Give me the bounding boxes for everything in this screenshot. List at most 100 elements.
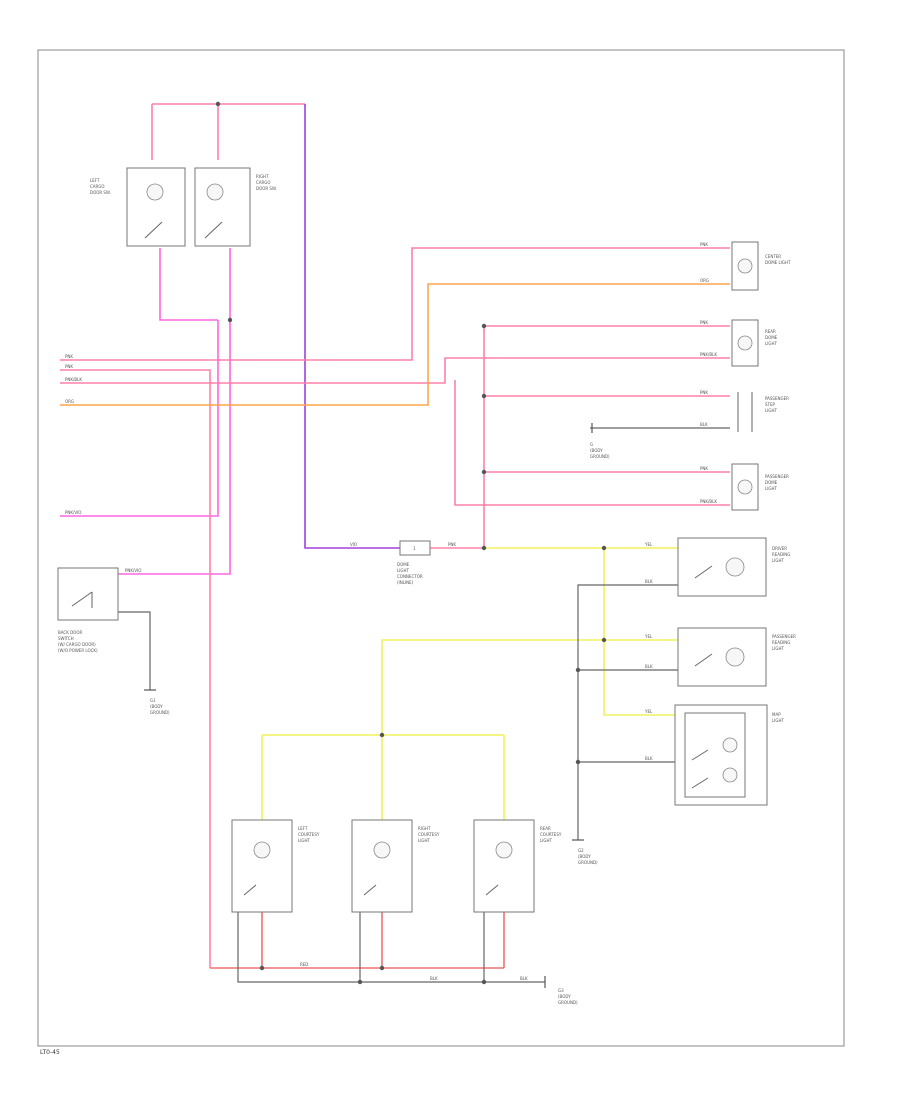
door-switch-left: LEFT CARGO DOOR SW. — [90, 167, 186, 247]
component-label: (W/ CARGO DOOR) — [58, 642, 96, 647]
wire-pink-top — [151, 103, 305, 160]
component-label: CARGO — [90, 184, 105, 189]
component-label: (BODY — [578, 854, 591, 859]
component-label: (INLINE) — [397, 580, 414, 585]
wire-tag: BLK — [645, 579, 653, 584]
component-label: DOME — [765, 480, 778, 485]
component-label: BACK DOOR — [58, 630, 82, 635]
component-label: LIGHT — [765, 341, 778, 346]
ground-bottom: G3 (BODY GROUND) — [544, 976, 578, 1005]
component-label: PASSENGER — [765, 474, 789, 479]
page-ref-number: LT0-45 — [40, 1049, 60, 1056]
junction-dot — [481, 545, 487, 551]
component-label: LEFT — [298, 826, 308, 831]
junction-dot — [481, 979, 487, 985]
component-label: REAR — [540, 826, 551, 831]
component-label: LIGHT — [765, 486, 778, 491]
component-label: MAP — [772, 712, 781, 717]
courtesy-lamp-left: LEFT COURTESY LIGHT — [231, 819, 320, 913]
component-label: LIGHT — [298, 838, 311, 843]
passenger-reading-lamp: PASSENGER READING LIGHT — [677, 627, 796, 687]
component-label: REAR — [765, 329, 776, 334]
component-label: STEP — [765, 402, 776, 407]
junction-dot — [227, 317, 233, 323]
component-label: DOME — [765, 335, 778, 340]
component-label: DOOR SW. — [90, 190, 111, 195]
component-label: READING — [772, 552, 790, 557]
wire-tag: ORG — [700, 278, 709, 283]
component-label: RIGHT — [418, 826, 431, 831]
component-label: LEFT — [90, 178, 100, 183]
junction-dot — [481, 469, 487, 475]
component-label: G3 — [558, 988, 564, 993]
wire-tag: BLK — [645, 756, 653, 761]
junctions — [215, 101, 607, 985]
wire-tag: RED — [300, 962, 308, 967]
passenger-lamp-2: PASSENGER DOME LIGHT — [731, 463, 789, 511]
wire-yellow-courtesy — [261, 639, 604, 835]
component-label: PASSENGER — [772, 634, 796, 639]
component-label: G — [590, 442, 593, 447]
component-label: GROUND) — [578, 860, 598, 865]
wire-tag: BLK — [645, 664, 653, 669]
wire-tag: PNK/BLK — [65, 377, 82, 382]
component-label: COURTESY — [540, 832, 562, 837]
component-label: CENTER — [765, 254, 781, 259]
wire-tag: PNK — [700, 320, 708, 325]
courtesy-lamp-right: REAR COURTESY LIGHT — [473, 819, 562, 913]
wire-tag: YEL — [644, 634, 653, 639]
wire-tag: ORG — [65, 399, 74, 404]
wire-tag: VIO — [350, 542, 357, 547]
junction-dot — [379, 732, 385, 738]
component-label: RIGHT — [256, 174, 269, 179]
component-label: G1 — [150, 698, 156, 703]
junction-dot — [575, 759, 581, 765]
ground-left: G1 (BODY GROUND) — [144, 689, 170, 715]
junction-dot — [259, 965, 265, 971]
junction-dot — [357, 979, 363, 985]
component-label: COURTESY — [298, 832, 320, 837]
dome-lamp-1: CENTER DOME LIGHT — [731, 241, 791, 291]
courtesy-lamp-mid: RIGHT COURTESY LIGHT — [351, 819, 440, 913]
passenger-lamp-1: PASSENGER STEP LIGHT — [737, 392, 789, 432]
component-label: (W/O POWER LOCK) — [58, 648, 98, 653]
junction-dot — [601, 545, 607, 551]
junction-dot — [601, 637, 607, 643]
wire-tag: PNK — [700, 242, 708, 247]
driver-reading-lamp: DRIVER READING LIGHT — [677, 537, 790, 597]
wire-tag: YEL — [644, 709, 653, 714]
wire-orange — [60, 283, 730, 406]
wire-tags: PNK PNK PNK/BLK ORG PNK/VIO PNK ORG PNK … — [65, 242, 717, 981]
back-door-switch: BACK DOOR SWITCH (W/ CARGO DOOR) (W/O PO… — [57, 567, 119, 653]
component-label: DOME — [397, 562, 410, 567]
wire-tag: PNK — [700, 466, 708, 471]
component-label: GROUND) — [150, 710, 170, 715]
component-label: LIGHT — [772, 558, 785, 563]
wire-tag: PNK/BLK — [700, 352, 717, 357]
component-label: G2 — [578, 848, 584, 853]
diagram-frame — [37, 49, 845, 1047]
component-label: CARGO — [256, 180, 271, 185]
wire-tag: BLK — [520, 976, 528, 981]
wire-tag: PNK/VIO — [125, 568, 141, 573]
svg-text:1: 1 — [413, 546, 416, 551]
wire-tag: PNK — [65, 364, 73, 369]
component-label: LIGHT — [772, 718, 785, 723]
wire-red-bottom — [210, 912, 505, 969]
junction-dot — [575, 667, 581, 673]
component-label: LIGHT — [765, 408, 778, 413]
component-label: (BODY — [558, 994, 571, 999]
wire-pink-bus3 — [60, 357, 730, 384]
component-label: DOME LIGHT — [765, 260, 791, 265]
wire-tag: PNK/BLK — [700, 499, 717, 504]
wire-tag: YEL — [644, 542, 653, 547]
wire-pink-dome — [430, 325, 730, 549]
wire-black-right — [577, 427, 730, 840]
wire-tag: PNK — [448, 542, 456, 547]
wire-tag: BLK — [430, 976, 438, 981]
component-label: LIGHT — [540, 838, 553, 843]
wires — [60, 103, 730, 983]
component-label: LIGHT — [418, 838, 431, 843]
wire-violet — [304, 104, 400, 549]
